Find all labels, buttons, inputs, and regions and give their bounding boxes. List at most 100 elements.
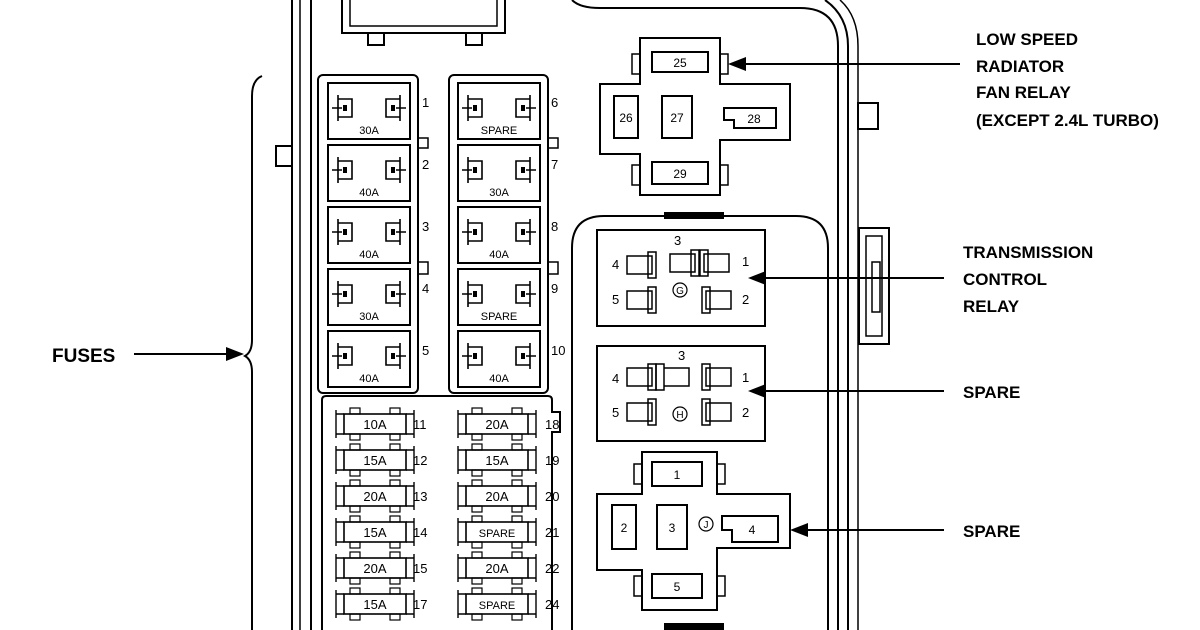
mini-fuse: 15A 17 [335, 587, 427, 621]
svg-text:3: 3 [669, 521, 676, 535]
relay-pin-28 [723, 107, 777, 129]
relay-j-pin-4 [721, 515, 779, 543]
svg-text:TRANSMISSION: TRANSMISSION [963, 243, 1093, 262]
maxi-fuse-rating: 30A [359, 311, 379, 323]
maxi-fuse: 40A 3 [327, 206, 429, 264]
maxi-fuse-rating: 30A [489, 187, 509, 199]
relay-bay-top-bar [664, 212, 724, 219]
maxi-fuse-number: 2 [422, 157, 429, 172]
mini-fuse-rating: 15A [485, 453, 508, 468]
relay-j-pin-2 [611, 504, 637, 550]
relay-pin-25 [651, 51, 709, 73]
relay-pin-26-label: 26 [619, 111, 633, 125]
svg-text:FAN RELAY: FAN RELAY [976, 83, 1071, 102]
svg-text:2: 2 [742, 405, 749, 420]
maxi-fuse: 40A 5 [327, 330, 429, 388]
svg-text:5: 5 [674, 580, 681, 594]
fuses-bracket [242, 75, 263, 630]
relay-h: 4 3 1 5 H 2 [596, 345, 766, 442]
mini-fuse-number: 17 [413, 597, 427, 612]
svg-text:CONTROL: CONTROL [963, 270, 1047, 289]
mini-fuse: 15A 14 [335, 515, 427, 549]
maxi-fuse-rating: 40A [359, 373, 379, 385]
relay-pin-27-label: 27 [670, 111, 684, 125]
svg-text:RELAY: RELAY [963, 297, 1020, 316]
relay-pin-26 [613, 95, 639, 139]
maxi-fuse-rating: SPARE [481, 311, 517, 323]
svg-text:2: 2 [621, 521, 628, 535]
mini-fuse-number: 12 [413, 453, 427, 468]
svg-text:3: 3 [674, 233, 681, 248]
relay-j-pin-1 [651, 461, 703, 487]
fuses-arrow-head [226, 347, 244, 361]
maxi-fuse-panel-right [448, 74, 549, 394]
spare-j-label: SPARE [963, 522, 1020, 541]
maxi-fuse-number: 4 [422, 281, 429, 296]
relay-j-marker [698, 516, 714, 532]
svg-text:2: 2 [742, 292, 749, 307]
housing-outline [275, 0, 890, 630]
svg-text:1: 1 [742, 254, 749, 269]
mini-fuse-number: 18 [545, 417, 559, 432]
maxi-fuse-rating: 40A [489, 373, 509, 385]
svg-text:RADIATOR: RADIATOR [976, 57, 1064, 76]
mini-fuse-rating: 20A [485, 561, 508, 576]
relay-h-marker [672, 406, 688, 422]
maxi-fuse-number: 3 [422, 219, 429, 234]
spare-j-arrow [790, 523, 808, 537]
relay-pin-29 [651, 161, 709, 185]
mini-fuse-number: 14 [413, 525, 427, 540]
maxi-fuse-rating: 40A [359, 249, 379, 261]
fuses-label: FUSES [52, 346, 115, 367]
svg-text:(EXCEPT 2.4L TURBO): (EXCEPT 2.4L TURBO) [976, 111, 1159, 130]
transmission-relay-callout: TRANSMISSION CONTROL RELAY [963, 243, 1093, 316]
maxi-fuse: 40A 2 [327, 144, 429, 202]
svg-text:5: 5 [612, 292, 619, 307]
mini-fuse-rating: 15A [363, 453, 386, 468]
maxi-fuse-number: 1 [422, 95, 429, 110]
maxi-fuse-panel-left [317, 74, 419, 394]
svg-text:LOW SPEED: LOW SPEED [976, 30, 1078, 49]
mini-fuse-number: 20 [545, 489, 559, 504]
svg-text:4: 4 [612, 257, 619, 272]
svg-text:5: 5 [612, 405, 619, 420]
maxi-fuse-number: 7 [551, 157, 558, 172]
maxi-fuse-number: 5 [422, 343, 429, 358]
mini-fuse-number: 13 [413, 489, 427, 504]
maxi-fuse-rating: 40A [489, 249, 509, 261]
relay-j-pin-5 [651, 573, 703, 599]
svg-text:3: 3 [678, 348, 685, 363]
mini-fuse-rating: 20A [485, 489, 508, 504]
mini-fuse-rating: 15A [363, 597, 386, 612]
mini-fuse-number: 11 [413, 417, 427, 432]
relay-j: 1 2 3 J 4 5 [596, 451, 791, 611]
relay-pin-28-label: 28 [747, 112, 761, 126]
relay-pin-27 [661, 95, 693, 139]
svg-text:G: G [676, 286, 684, 297]
mini-fuse-rating: 10A [363, 417, 386, 432]
svg-text:4: 4 [749, 523, 756, 537]
svg-text:1: 1 [674, 468, 681, 482]
mini-fuse-rating: 15A [363, 525, 386, 540]
relay-pin-25-label: 25 [673, 56, 687, 70]
maxi-fuse-number: 6 [551, 95, 558, 110]
relay-g-marker [672, 282, 688, 298]
svg-text:4: 4 [612, 371, 619, 386]
relay-g: 4 3 1 5 G 2 [596, 229, 766, 327]
mini-fuse: 20A 20 [457, 479, 559, 513]
mini-fuse-number: 21 [545, 525, 559, 540]
relay-j-pin-3 [656, 504, 688, 550]
spare-h-arrow [748, 384, 766, 398]
mini-fuse: 15A 12 [335, 443, 427, 477]
maxi-fuse-rating: 40A [359, 187, 379, 199]
